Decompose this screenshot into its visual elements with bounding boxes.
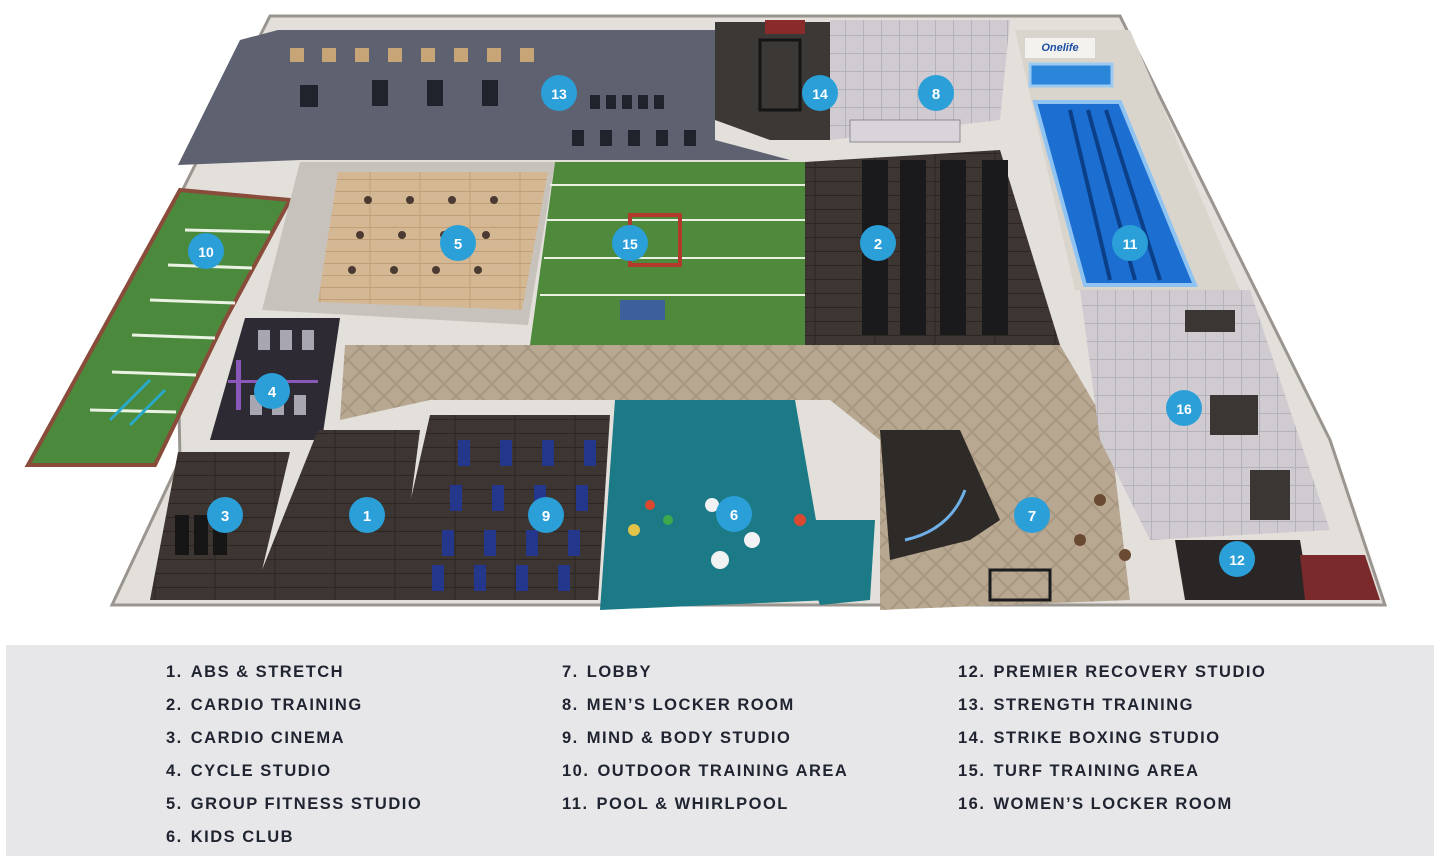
legend-label: CARDIO TRAINING [190,696,363,714]
legend-number: 6. [166,828,183,846]
svg-text:6: 6 [730,507,738,524]
zone-group-fitness-studio [262,162,555,325]
legend-item-9: 9. MIND & BODY STUDIO [562,729,791,748]
legend-number: 5. [166,795,183,813]
legend-number: 1. [166,663,183,681]
svg-text:8: 8 [932,86,940,103]
marker-15[interactable]: 15 [612,225,648,261]
legend-label: STRIKE BOXING STUDIO [993,729,1221,747]
marker-14[interactable]: 14 [802,75,838,111]
svg-text:14: 14 [812,86,828,102]
marker-3[interactable]: 3 [207,497,243,533]
svg-text:16: 16 [1176,401,1192,417]
legend-item-8: 8. MEN’S LOCKER ROOM [562,696,795,715]
marker-12[interactable]: 12 [1219,541,1255,577]
legend-label: POOL & WHIRLPOOL [596,795,789,813]
zone-strength-training [178,30,790,165]
zone-kids-club [600,400,875,610]
marker-10[interactable]: 10 [188,233,224,269]
svg-text:3: 3 [221,508,229,525]
legend-number: 13. [958,696,986,714]
zone-womens-locker-room [1080,290,1330,540]
legend-number: 3. [166,729,183,747]
zone-lobby [880,430,1131,602]
legend-number: 8. [562,696,579,714]
legend-item-11: 11. POOL & WHIRLPOOL [562,795,789,814]
legend-item-6: 6. KIDS CLUB [166,828,294,847]
marker-7[interactable]: 7 [1014,497,1050,533]
legend-label: GROUP FITNESS STUDIO [190,795,423,813]
svg-text:7: 7 [1028,508,1036,525]
legend-number: 14. [958,729,986,747]
legend-item-4: 4. CYCLE STUDIO [166,762,332,781]
legend-item-10: 10. OUTDOOR TRAINING AREA [562,762,848,781]
marker-2[interactable]: 2 [860,225,896,261]
legend-number: 2. [166,696,183,714]
legend-number: 7. [562,663,579,681]
legend-label: PREMIER RECOVERY STUDIO [993,663,1267,681]
legend-panel: 1. ABS & STRETCH 2. CARDIO TRAINING 3. CARD… [6,645,1434,856]
legend-number: 11. [562,795,589,813]
marker-16[interactable]: 16 [1166,390,1202,426]
marker-9[interactable]: 9 [528,497,564,533]
legend-item-5: 5. GROUP FITNESS STUDIO [166,795,422,814]
legend-item-14: 14. STRIKE BOXING STUDIO [958,729,1221,748]
legend-number: 10. [562,762,590,780]
marker-1[interactable]: 1 [349,497,385,533]
marker-13[interactable]: 13 [541,75,577,111]
svg-text:2: 2 [874,236,882,253]
legend-number: 16. [958,795,986,813]
zone-mind-body-studio [388,415,610,600]
svg-text:15: 15 [622,236,638,252]
floor-plan-map: Onelife [24,14,1388,610]
svg-text:12: 12 [1229,552,1245,568]
marker-11[interactable]: 11 [1112,225,1148,261]
legend-item-1: 1. ABS & STRETCH [166,663,344,682]
zone-mens-locker-room [830,20,1010,143]
legend-item-15: 15. TURF TRAINING AREA [958,762,1199,781]
legend-label: OUTDOOR TRAINING AREA [597,762,849,780]
svg-text:10: 10 [198,244,214,260]
legend-item-13: 13. STRENGTH TRAINING [958,696,1194,715]
zone-abs-stretch [250,430,420,600]
svg-text:4: 4 [268,384,277,401]
legend-label: CARDIO CINEMA [190,729,346,747]
legend-item-12: 12. PREMIER RECOVERY STUDIO [958,663,1266,682]
svg-text:1: 1 [363,508,371,525]
zone-pool-whirlpool: Onelife [1015,30,1240,290]
legend-label: WOMEN’S LOCKER ROOM [993,795,1233,813]
legend-label: LOBBY [586,663,653,681]
legend-item-7: 7. LOBBY [562,663,652,682]
legend-number: 15. [958,762,986,780]
marker-4[interactable]: 4 [254,373,290,409]
legend-number: 4. [166,762,183,780]
legend-number: 12. [958,663,986,681]
svg-text:13: 13 [551,86,567,102]
brand-logo: Onelife [1041,42,1078,54]
legend-item-3: 3. CARDIO CINEMA [166,729,345,748]
legend-number: 9. [562,729,579,747]
legend-item-16: 16. WOMEN’S LOCKER ROOM [958,795,1233,814]
area-markers: 1 2 3 4 5 6 7 8 9 10 11 12 13 14 15 16 [188,75,1255,577]
marker-6[interactable]: 6 [716,496,752,532]
svg-text:9: 9 [542,508,550,525]
legend-label: MEN’S LOCKER ROOM [586,696,795,714]
marker-5[interactable]: 5 [440,225,476,261]
legend-label: CYCLE STUDIO [190,762,332,780]
legend-label: ABS & STRETCH [190,663,345,681]
zone-strike-boxing-studio [715,20,830,140]
legend-item-2: 2. CARDIO TRAINING [166,696,363,715]
svg-text:11: 11 [1123,236,1138,252]
legend-label: KIDS CLUB [190,828,295,846]
svg-text:5: 5 [454,236,462,253]
legend-label: STRENGTH TRAINING [993,696,1195,714]
marker-8[interactable]: 8 [918,75,954,111]
legend-label: TURF TRAINING AREA [993,762,1200,780]
legend-label: MIND & BODY STUDIO [586,729,792,747]
zone-turf-training-area [530,162,805,345]
